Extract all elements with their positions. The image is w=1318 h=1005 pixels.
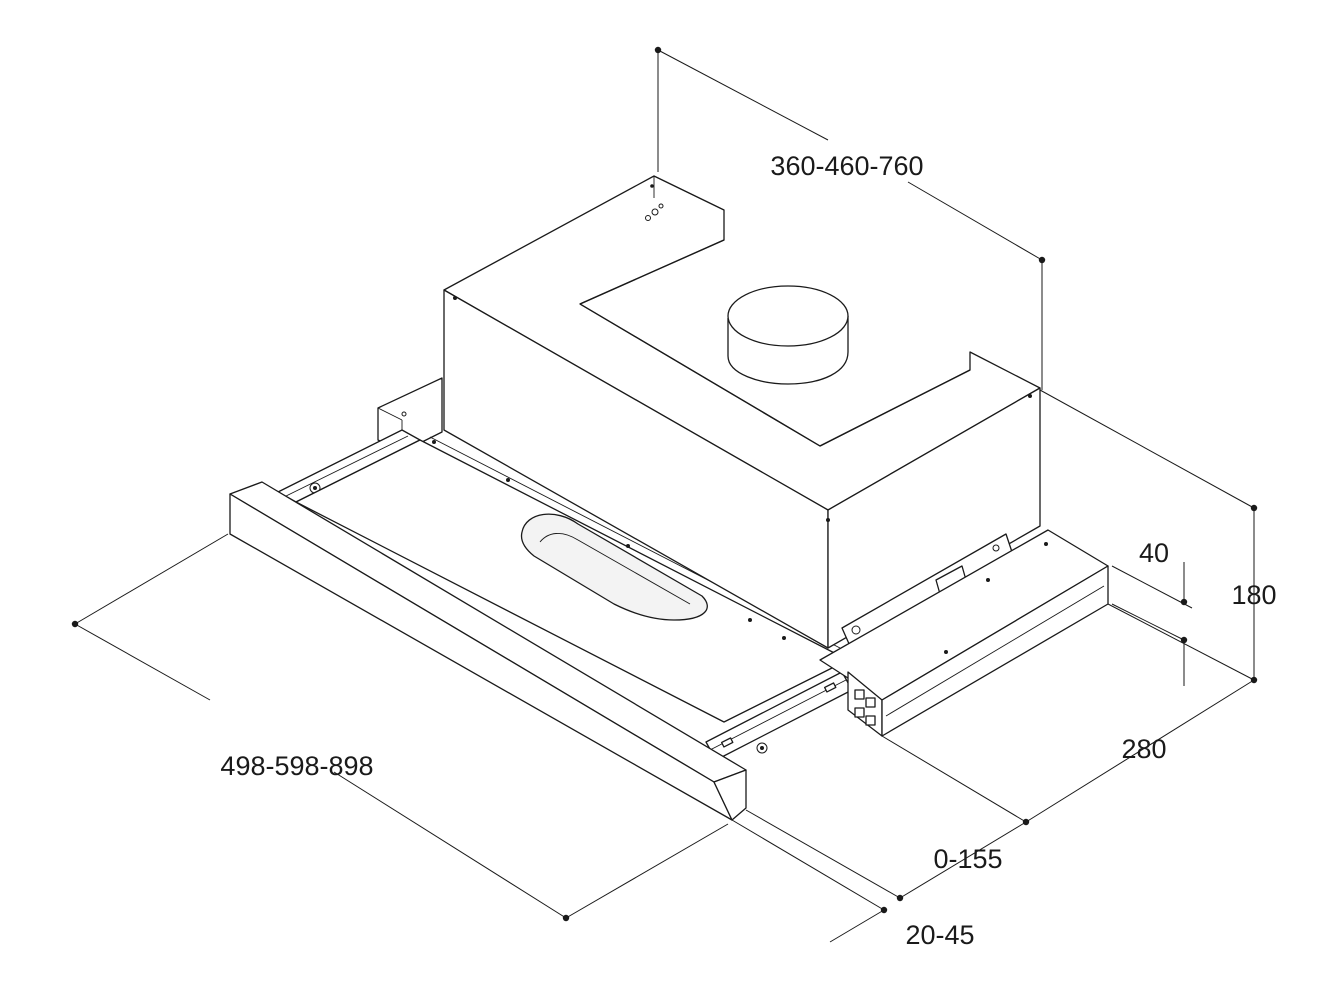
exhaust-collar: [727, 285, 849, 385]
dim-body-height: [1111, 562, 1193, 686]
dim-front-offset: [731, 819, 888, 943]
mounting-brackets: [841, 533, 1013, 647]
dim-extension: [745, 809, 1027, 902]
label-front-offset: 20-45: [905, 920, 974, 950]
label-height-range: 360-460-760: [770, 151, 923, 181]
label-body-height: 40: [1139, 538, 1169, 568]
label-width-range: 498-598-898: [220, 751, 373, 781]
grease-filter-opening: [520, 513, 708, 621]
hood-body: [443, 175, 1041, 649]
dim-depth: [881, 679, 1255, 826]
label-extension: 0-155: [933, 844, 1002, 874]
dim-width-range: [71, 533, 729, 922]
front-visor: [229, 481, 747, 821]
label-total-height: 180: [1231, 580, 1276, 610]
dim-total-height: [1039, 389, 1258, 684]
dim-height-range: [654, 46, 1046, 390]
label-depth: 280: [1121, 734, 1166, 764]
